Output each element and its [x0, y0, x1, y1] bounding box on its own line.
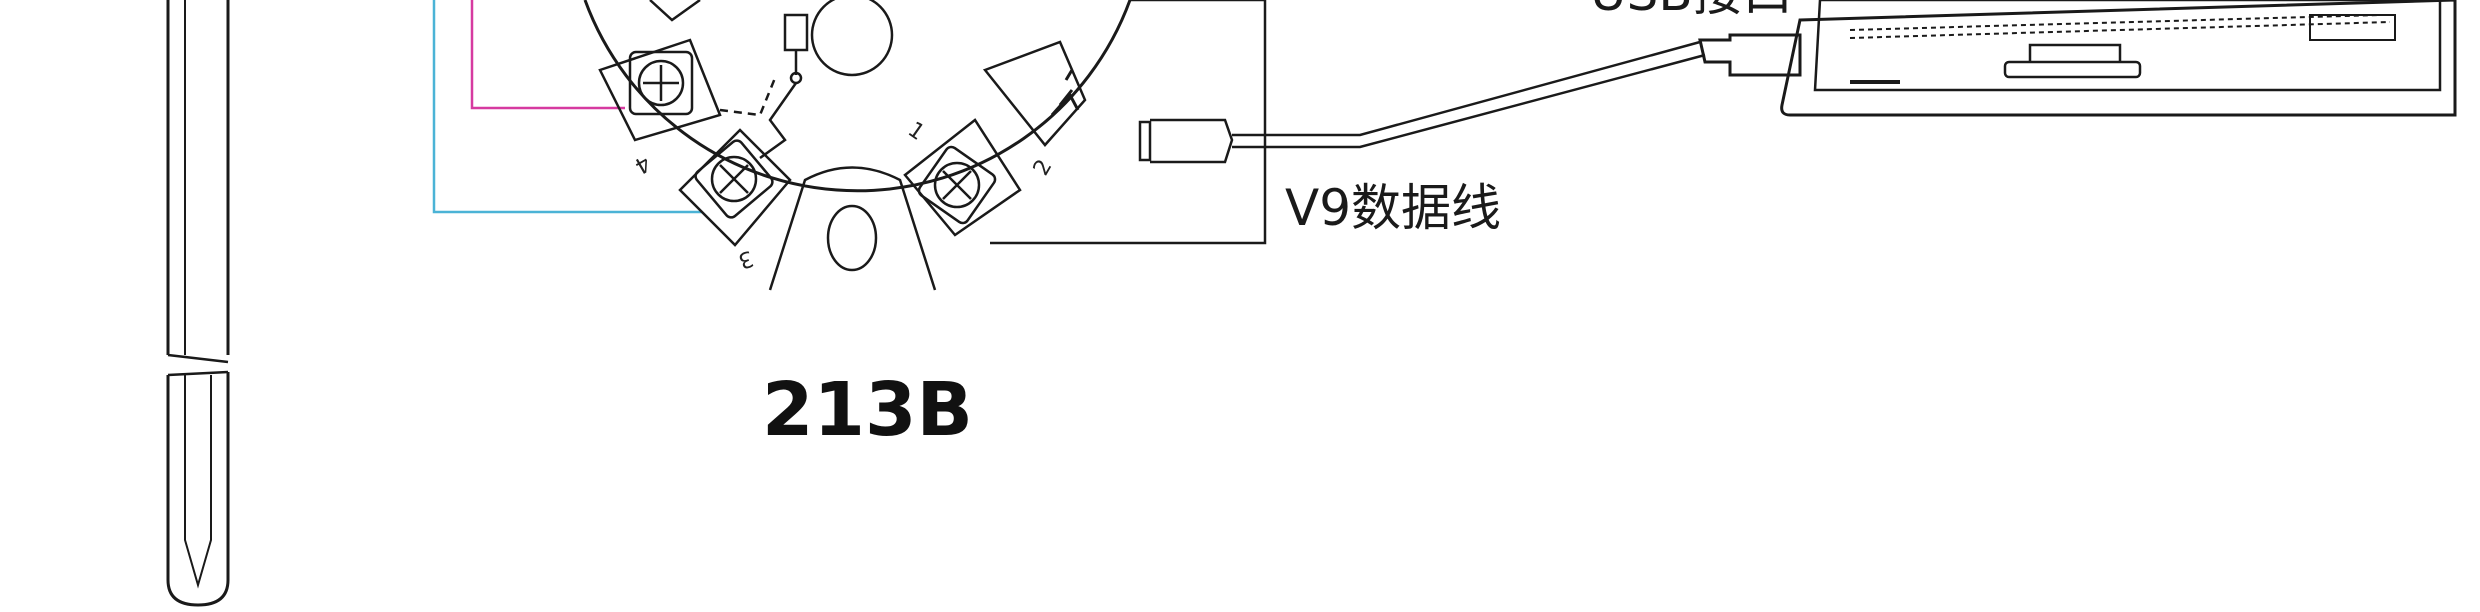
internal-dashed-wire [719, 77, 777, 117]
terminal-upper-left-housing [598, 38, 722, 142]
terminal-4-body [694, 139, 774, 219]
laptop-base [1780, 0, 2457, 117]
bottom-slot-hole [826, 204, 878, 272]
terminal-number-4: 4 [630, 150, 655, 179]
transmitter-outline [583, 0, 1132, 193]
model-label: 213B [762, 367, 973, 453]
resistor-icon [783, 13, 809, 52]
cable-label: V9数据线 [1285, 179, 1501, 237]
terminal-2-body [917, 145, 997, 225]
screw-slot-upper-left [643, 65, 679, 101]
screw-slot-2 [942, 170, 972, 200]
sensor-probe [166, 0, 230, 607]
probe-lower-body [166, 372, 230, 607]
terminal-screw-2 [933, 161, 981, 209]
terminal-number-2: 2 [1029, 155, 1058, 180]
usb-port-label: USB接口 [1590, 0, 1793, 22]
transmitter-head [583, 0, 1132, 291]
screw-slot-4 [719, 164, 749, 194]
magenta-wire [470, 0, 625, 110]
trackpad-top [2028, 43, 2122, 62]
terminal-upper-left-body [628, 50, 694, 116]
bottom-slot-housing [768, 166, 937, 291]
cable-plug-body [1150, 118, 1234, 164]
ground-terminal-housing [982, 40, 1087, 147]
keypad [2309, 14, 2396, 41]
center-hole [810, 0, 894, 77]
terminal-screw-4 [710, 155, 758, 203]
terminal-2 [903, 118, 1022, 237]
terminal-number-3: 3 [735, 245, 757, 273]
connection-frame [990, 0, 1267, 245]
internal-wire [759, 82, 798, 160]
terminal-screw-upper-left [637, 59, 685, 107]
cyan-wire [432, 0, 702, 214]
terminal-number-1: 1 [903, 117, 929, 146]
cable-plug-tip [1138, 120, 1152, 162]
terminal-4-housing [678, 128, 792, 247]
terminal-4 [678, 128, 792, 247]
probe-break-top [167, 353, 229, 364]
laptop-deck [1813, 0, 2442, 92]
ground-icon [1050, 69, 1080, 117]
laptop [1698, 0, 2457, 117]
cable-line-lower [1232, 53, 1706, 149]
cable-line-upper [1232, 40, 1701, 137]
usb-plug-icon [1698, 33, 1802, 77]
probe-upper-body [166, 0, 230, 355]
probe-break-bottom [167, 370, 229, 377]
upper-wire-tick [649, 0, 701, 22]
keyboard-rows [1849, 14, 2391, 39]
sensor-wires [432, 0, 702, 214]
ground-terminal [982, 40, 1087, 147]
probe-tip [184, 375, 212, 589]
trackpad [2003, 60, 2142, 79]
terminal-upper-left [598, 38, 722, 142]
frame-outline [990, 0, 1267, 245]
v9-cable [1138, 40, 1706, 164]
internal-wiring [649, 0, 809, 160]
terminal-2-housing [903, 118, 1022, 237]
